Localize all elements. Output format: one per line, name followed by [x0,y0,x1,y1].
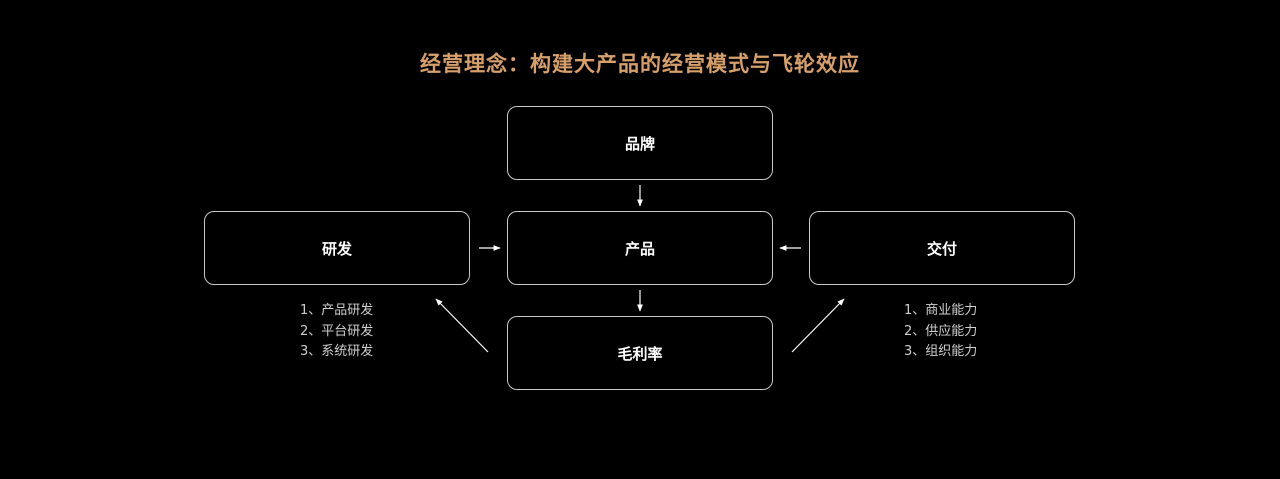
node-delivery: 交付 [809,211,1075,285]
arrow-margin-to-delivery [791,298,845,353]
node-product: 产品 [507,211,773,285]
rd-items-list: 1、产品研发 2、平台研发 3、系统研发 [300,301,373,363]
node-gross-margin: 毛利率 [507,316,773,390]
page-title: 经营理念：构建大产品的经营模式与飞轮效应 [420,52,860,76]
node-rd: 研发 [204,211,470,285]
list-item: 1、商业能力 [904,303,978,318]
list-item: 2、供应能力 [904,323,978,339]
delivery-items-list: 1、商业能力 2、供应能力 3、组织能力 [904,301,977,363]
node-brand: 品牌 [507,106,773,180]
list-item: 2、平台研发 [300,323,374,339]
list-item: 3、组织能力 [904,344,978,359]
list-item: 1、产品研发 [300,303,374,318]
list-item: 3、系统研发 [300,344,374,359]
arrow-margin-to-rd [435,298,489,353]
